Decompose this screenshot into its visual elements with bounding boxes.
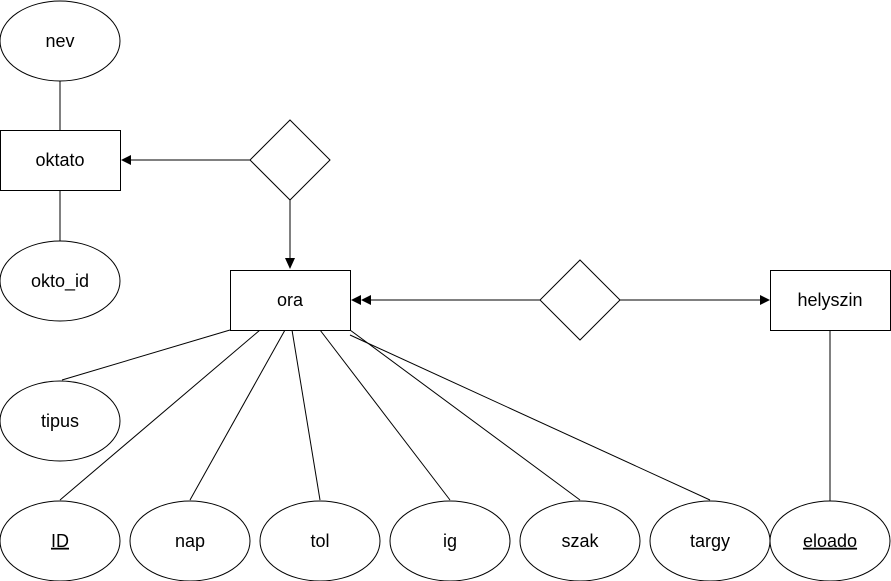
attribute-szak-label: szak [561,531,599,551]
attribute-id-label: ID [51,531,69,551]
entity-ora[interactable]: ora [230,270,351,331]
edge-ora-id [59,329,261,501]
attribute-nev[interactable]: nev [0,0,121,82]
entity-helyszin[interactable]: helyszin [770,270,891,331]
edge-ora-tol [291,329,321,501]
attribute-nap-label: nap [175,531,205,551]
attribute-tol[interactable]: tol [259,500,381,581]
entity-oktato-label: oktato [35,150,84,170]
arrowhead-ora-top [285,258,295,269]
attribute-id[interactable]: ID [0,500,121,581]
edge-ora-ig [319,329,451,501]
attribute-okto-id-label: okto_id [31,271,89,292]
edge-ora-tipus [61,329,231,381]
edge-ora-szak [349,329,581,501]
relationship-oktato-ora[interactable] [249,119,331,201]
attribute-tipus[interactable]: tipus [0,380,121,462]
attribute-eloado-label: eloado [803,531,857,551]
entity-oktato[interactable]: oktato [0,130,121,191]
attribute-okto-id[interactable]: okto_id [0,240,121,322]
attribute-targy[interactable]: targy [649,500,771,581]
attribute-ig-label: ig [443,531,457,551]
relationship-ora-helyszin[interactable] [539,259,621,341]
edge-ora-targy [349,334,711,501]
attribute-nev-label: nev [45,31,74,51]
entity-ora-label: ora [277,290,304,310]
attribute-targy-label: targy [690,531,730,551]
attribute-eloado[interactable]: eloado [769,500,891,581]
arrowhead-helyszin [760,295,770,305]
attribute-tipus-label: tipus [41,411,79,431]
attribute-szak[interactable]: szak [519,500,641,581]
attribute-ig[interactable]: ig [389,500,511,581]
attribute-nap[interactable]: nap [129,500,251,581]
attribute-tol-label: tol [310,531,329,551]
arrowhead-oktato [121,155,131,165]
double-arrowhead-ora [351,295,371,305]
edge-ora-nap [189,329,286,501]
entity-helyszin-label: helyszin [797,290,862,310]
